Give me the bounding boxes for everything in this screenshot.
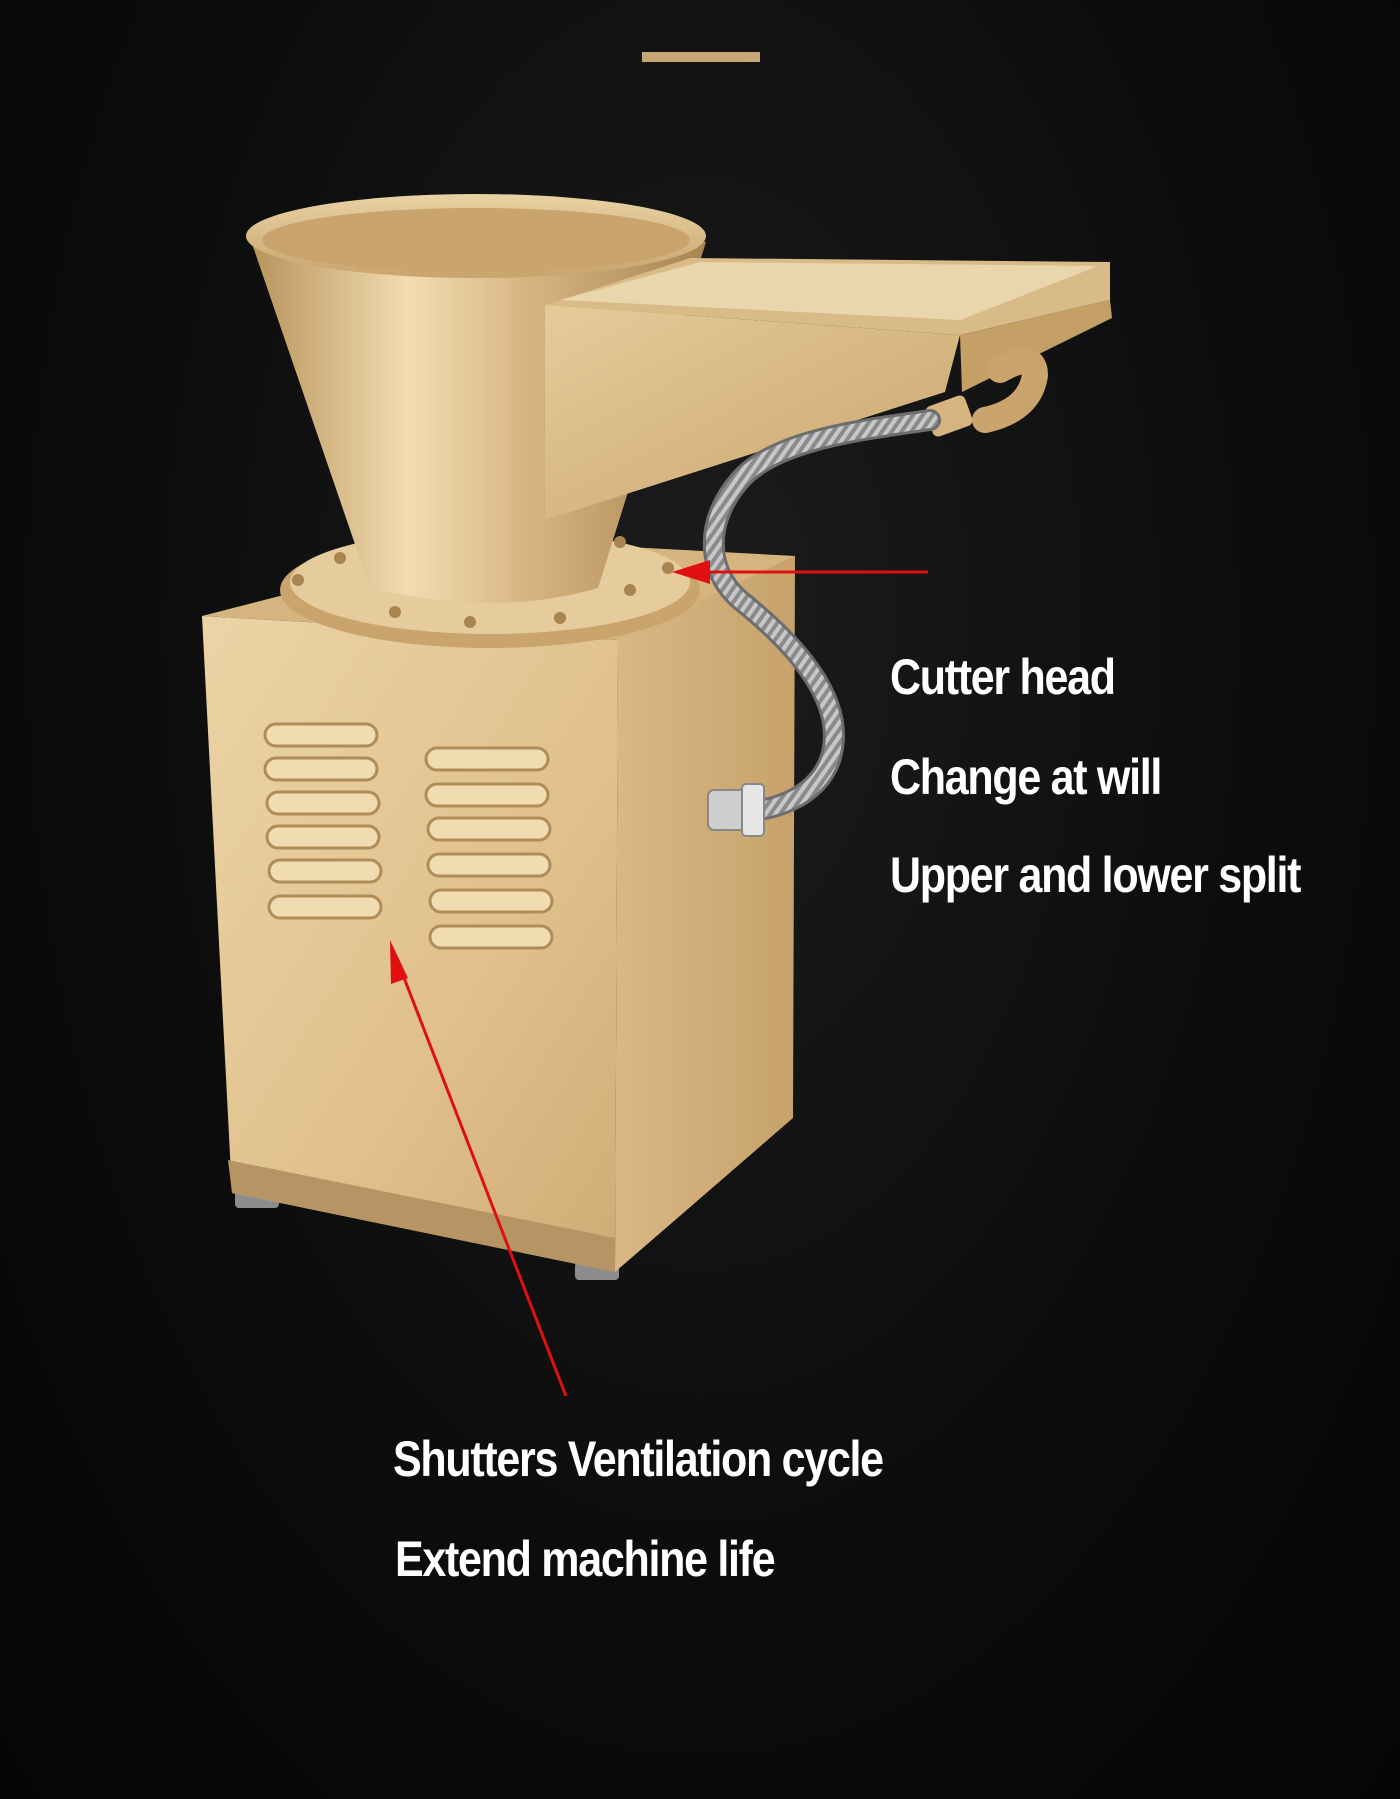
louvers-left bbox=[263, 722, 383, 920]
top-accent-bar bbox=[642, 52, 760, 62]
chute-tray-inner bbox=[560, 262, 1098, 320]
caption-change-at-will: Change at will bbox=[890, 749, 1162, 805]
cabinet-base bbox=[228, 1160, 615, 1272]
caption-extend-machine-life: Extend machine life bbox=[395, 1531, 776, 1587]
cutter-head-arrow bbox=[672, 560, 928, 584]
caption-shutters-ventilation: Shutters Ventilation cycle bbox=[393, 1431, 884, 1487]
water-inlet-collar bbox=[741, 783, 765, 837]
louvers-right bbox=[424, 746, 554, 950]
discharge-chute bbox=[545, 305, 960, 520]
shutters-arrow bbox=[390, 940, 568, 1397]
water-hose bbox=[705, 412, 938, 820]
elbow-fitting bbox=[972, 348, 1049, 433]
cabinet-side-panel bbox=[615, 556, 795, 1272]
hopper-opening bbox=[262, 208, 690, 272]
caption-upper-lower-split: Upper and lower split bbox=[890, 847, 1301, 903]
caption-cutter-head: Cutter head bbox=[890, 649, 1116, 705]
